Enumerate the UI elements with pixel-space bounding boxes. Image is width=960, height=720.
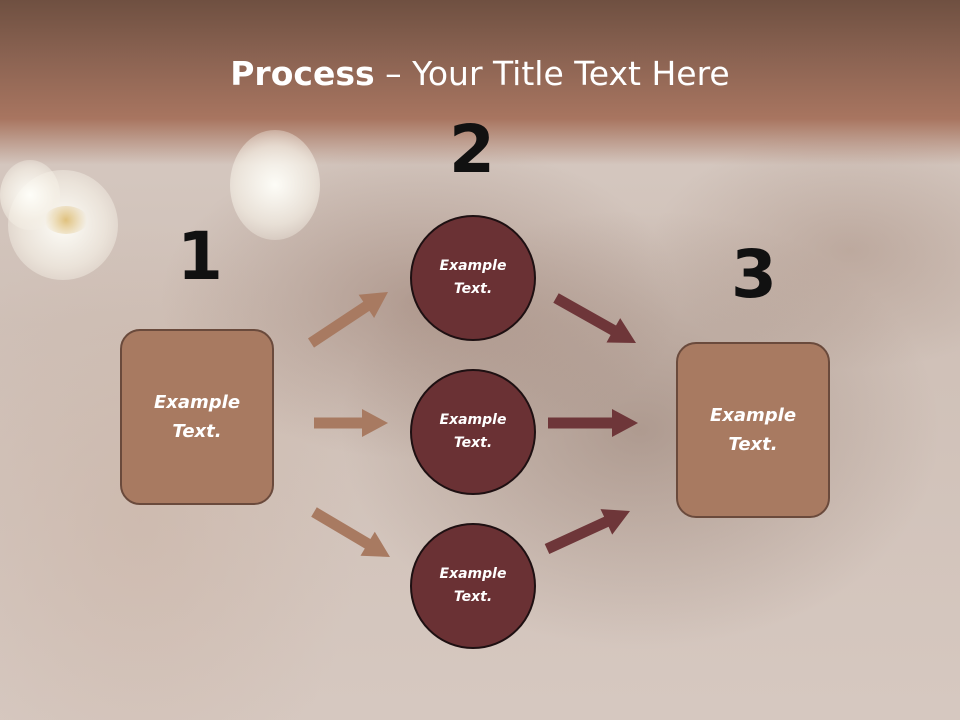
title-bold: Process xyxy=(230,54,375,93)
step-1-label: Example Text. xyxy=(153,392,241,442)
step-2-label-top: Example Text. xyxy=(439,258,507,297)
step-number-2: 2 xyxy=(449,111,495,188)
arrow-1-to-2-top xyxy=(308,292,388,348)
arrow-2-top-to-3 xyxy=(553,293,636,343)
arrow-2-bottom-to-3 xyxy=(544,509,630,554)
step-2-circle-middle: Example Text. xyxy=(410,369,536,495)
flower-decoration xyxy=(230,130,320,240)
step-2-circle-top: Example Text. xyxy=(410,215,536,341)
step-number-3: 3 xyxy=(731,236,777,313)
arrow-1-to-2-middle xyxy=(314,409,388,437)
slide-title: Process – Your Title Text Here xyxy=(0,54,960,94)
step-2-label-bottom: Example Text. xyxy=(439,566,507,605)
title-band xyxy=(0,0,960,165)
step-2-circle-bottom: Example Text. xyxy=(410,523,536,649)
title-rest: – Your Title Text Here xyxy=(374,54,730,93)
arrow-2-middle-to-3 xyxy=(548,409,638,437)
step-3-label: Example Text. xyxy=(709,405,797,455)
step-2-label-middle: Example Text. xyxy=(439,412,507,451)
step-number-1: 1 xyxy=(177,218,223,295)
flower-center-decoration xyxy=(44,206,88,234)
step-3-box: Example Text. xyxy=(676,342,830,518)
arrow-1-to-2-bottom xyxy=(311,507,390,557)
step-1-box: Example Text. xyxy=(120,329,274,505)
